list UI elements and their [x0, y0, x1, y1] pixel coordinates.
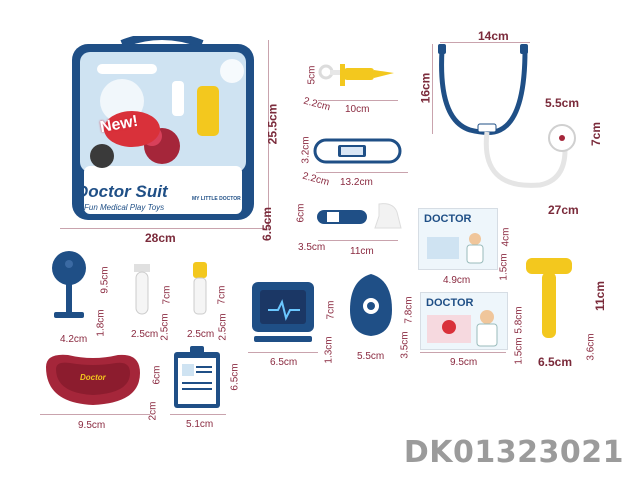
dim-monitor-w: 6.5cm	[270, 357, 298, 368]
dim-line	[318, 100, 398, 101]
toy-stethoscope	[430, 40, 580, 200]
dim-otoscope-h: 6cm	[295, 203, 307, 223]
bottle-icon	[193, 262, 207, 315]
dim-box-w: 28cm	[145, 231, 176, 245]
box-title: Doctor Suit	[76, 182, 168, 201]
dim-hammer-d: 3.6cm	[585, 333, 597, 361]
dim-card1-h: 4cm	[500, 227, 512, 247]
dim-monitor-h: 7cm	[325, 300, 337, 320]
dim-card2-d: 1.5cm	[513, 337, 525, 365]
toy-head-mirror	[44, 246, 94, 326]
head-mirror-icon	[52, 251, 86, 318]
dim-tray-w: 9.5cm	[78, 420, 106, 431]
dim-tray-d: 2cm	[147, 401, 159, 421]
dim-hammer-h: 11cm	[593, 280, 608, 312]
doctor-figure-icon	[427, 310, 498, 347]
toy-kidney-tray: Doctor	[38, 347, 148, 411]
dim-thermo-d: 2.2cm	[301, 170, 331, 189]
dim-card2-w: 9.5cm	[450, 357, 478, 368]
dim-thermo-h: 3.2cm	[300, 136, 312, 164]
toy-oxygen-mask	[346, 270, 396, 340]
dim-otoscope-d: 3.5cm	[298, 242, 326, 253]
dim-steth-h: 16cm	[418, 72, 433, 104]
toy-id-badge	[170, 346, 224, 412]
dim-bottle-h: 7cm	[216, 285, 228, 305]
card-title-2: DOCTOR	[426, 297, 474, 309]
dim-line	[440, 42, 530, 43]
dim-badge-h: 6.5cm	[229, 363, 241, 391]
dim-card2-h: 5.8cm	[513, 306, 525, 334]
dim-tube-h: 7cm	[161, 285, 173, 305]
dim-tube-w: 2.5cm	[131, 329, 159, 340]
dim-box-d: 6.5cm	[260, 206, 275, 242]
dim-mirror-d: 1.8cm	[95, 309, 107, 337]
dim-line	[318, 240, 398, 241]
dim-tray-h: 6cm	[151, 365, 163, 385]
toy-monitor	[248, 280, 318, 348]
tray-icon	[46, 354, 140, 405]
dim-mask-d: 3.5cm	[399, 331, 411, 359]
toy-test-tube	[131, 262, 153, 322]
dim-steth-w: 14cm	[478, 29, 509, 43]
hammer-icon	[526, 258, 572, 338]
dim-line	[420, 352, 506, 353]
dim-mirror-w: 4.2cm	[60, 334, 88, 345]
toy-otoscope	[313, 198, 413, 234]
dim-box-h: 25.5cm	[265, 103, 280, 145]
dim-line	[432, 44, 433, 134]
dim-steth-head-h: 7cm	[589, 121, 604, 147]
dim-thermo-len: 13.2cm	[340, 177, 373, 188]
thermometer-icon	[313, 138, 402, 164]
dim-line	[40, 414, 150, 415]
dim-mirror-h: 9.5cm	[99, 266, 111, 294]
packaged-box: New! Doctor Suit Fun Medical Play Toys M…	[62, 32, 262, 226]
tray-label: Doctor	[80, 373, 106, 382]
dim-monitor-d: 1.3cm	[323, 336, 335, 364]
dim-hammer-w: 6.5cm	[538, 355, 573, 369]
mask-icon	[350, 274, 392, 336]
stethoscope-icon	[438, 44, 576, 188]
dim-bottle-w: 2.5cm	[187, 329, 215, 340]
dim-mask-h: 7.8cm	[403, 296, 415, 324]
dim-mask-w: 5.5cm	[357, 351, 385, 362]
dim-badge-w: 5.1cm	[186, 419, 214, 430]
dim-card1-d: 1.5cm	[498, 253, 510, 281]
dim-steth-len: 27cm	[548, 203, 579, 217]
toy-thermometer	[313, 137, 403, 167]
syringe-icon	[318, 64, 394, 86]
dim-line	[316, 172, 408, 173]
monitor-icon	[252, 282, 314, 342]
dim-syringe-len: 10cm	[345, 104, 370, 115]
doctor-card-small: DOCTOR	[418, 208, 498, 270]
dim-bottle-d: 2.5cm	[217, 313, 229, 341]
card-title: DOCTOR	[424, 213, 472, 225]
id-badge-icon	[174, 346, 220, 408]
doctor-card-large: DOCTOR	[420, 292, 508, 350]
toy-medicine-bottle	[189, 260, 211, 320]
dim-line	[170, 414, 226, 415]
box-subtitle: Fun Medical Play Toys	[84, 203, 165, 212]
toy-reflex-hammer	[522, 252, 582, 342]
box-small-text: MY LITTLE DOCTOR	[192, 196, 241, 202]
dim-line	[248, 352, 318, 353]
product-code: DK01323021	[403, 435, 624, 470]
dim-steth-head-w: 5.5cm	[545, 96, 580, 110]
dim-tube-d: 2.5cm	[159, 313, 171, 341]
toy-syringe	[318, 60, 400, 96]
dim-otoscope-len: 11cm	[350, 246, 374, 257]
dim-line	[60, 228, 265, 229]
dim-card1-w: 4.9cm	[443, 275, 471, 286]
box-graphic	[72, 32, 254, 220]
doctor-figure-icon	[427, 233, 484, 264]
test-tube-icon	[134, 264, 150, 315]
dim-line	[268, 40, 269, 230]
dim-syringe-h: 5cm	[306, 65, 318, 85]
otoscope-icon	[317, 203, 402, 229]
